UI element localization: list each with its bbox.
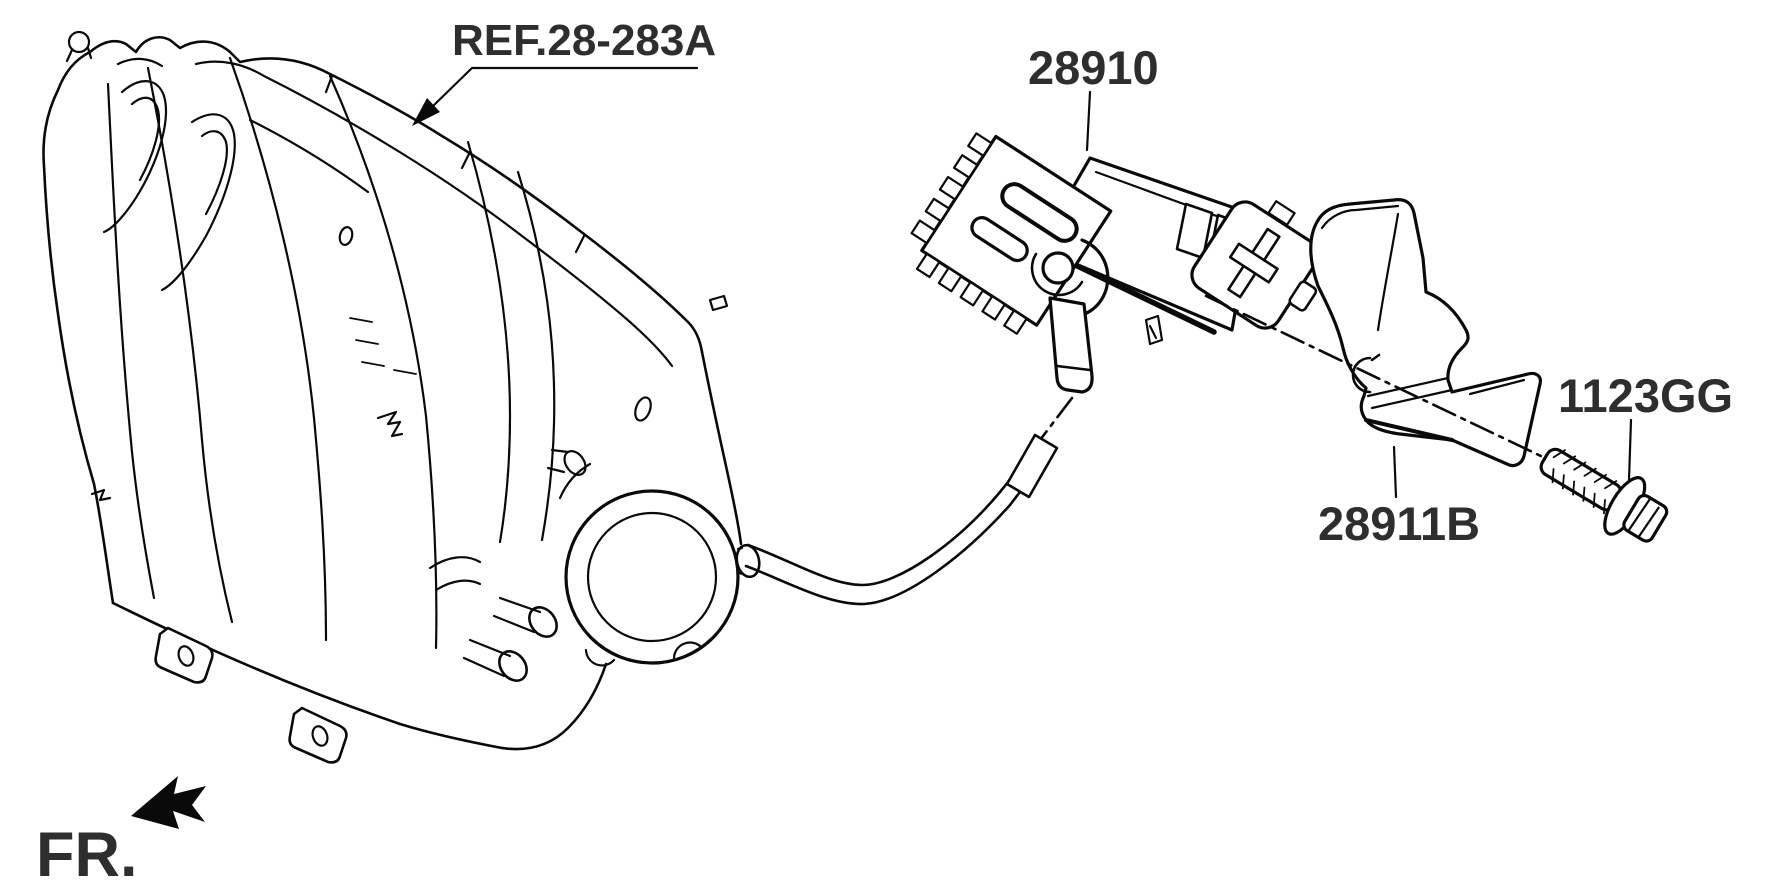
label-manifold-ref[interactable]: REF.28-283A [452,16,716,65]
leader-bolt [1627,418,1633,482]
manifold-mounting-tab [288,706,348,764]
label-purge-valve[interactable]: 28910 [1028,41,1159,94]
ref-arrow-icon [412,98,440,126]
intake-manifold-drawing [42,30,761,764]
manifold-runner-line [106,82,156,600]
throttle-body-flange [558,462,761,667]
front-arrow-icon [131,776,206,829]
label-front-indicator: FR. [36,820,137,890]
valve-bracket-drawing [1309,198,1542,468]
purge-hose-port [735,543,761,579]
manifold-knob [67,30,91,54]
bolt-drawing [1539,447,1669,543]
leader-bracket [1392,445,1398,499]
label-bracket[interactable]: 28911B [1318,497,1480,550]
leader-purge-valve [1085,90,1092,152]
hose-end-fitting [1005,433,1059,499]
manifold-mounting-tab [154,626,214,684]
leader-manifold-ref [431,66,699,108]
purge-hose-drawing [744,396,1074,606]
assembly-axis-bolt [1204,294,1547,460]
valve-port [1041,251,1075,285]
valve-nozzle [1048,296,1094,394]
callouts: REF.28-283A 28910 28911B 1123GG FR. [36,16,1733,890]
bracket-hole [1351,353,1381,394]
bolt-head [1622,493,1669,543]
purge-valve-drawing [910,132,1320,394]
label-bolt[interactable]: 1123GG [1558,369,1733,422]
